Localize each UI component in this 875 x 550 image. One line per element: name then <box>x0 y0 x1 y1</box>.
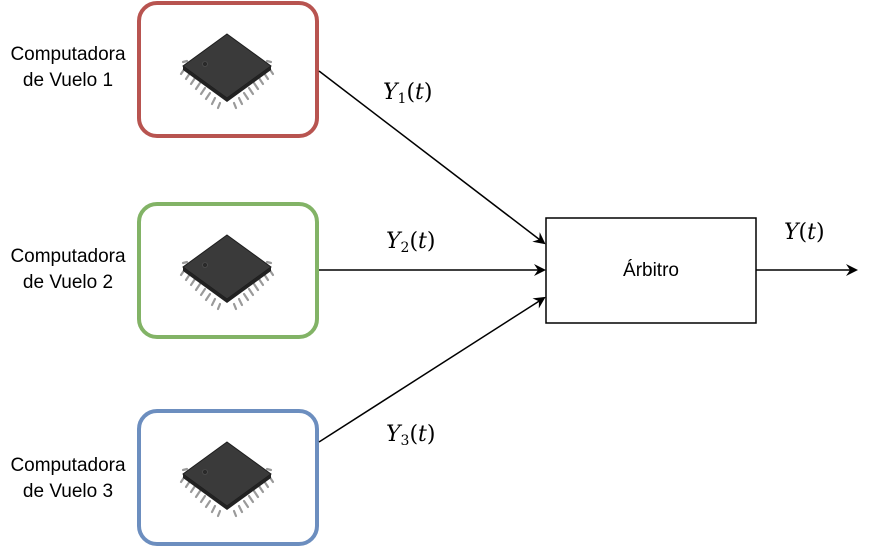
arbiter-box <box>545 217 757 324</box>
flight-computer-3-box <box>137 409 319 546</box>
signal-3-arrow <box>318 296 546 443</box>
flight-computer-1-label: Computadora de Vuelo 1 <box>0 42 136 94</box>
microchip-icon <box>179 233 275 311</box>
signal-1-arrow <box>318 70 546 245</box>
signal-1-label: Y1(t) <box>383 80 433 107</box>
microchip-icon <box>179 440 275 518</box>
label-line: Computadora <box>10 455 126 476</box>
label-line: Computadora <box>10 44 126 65</box>
microchip-icon <box>179 32 275 110</box>
label-line: de Vuelo 3 <box>22 481 114 502</box>
flight-computer-3-label: Computadora de Vuelo 3 <box>0 453 136 505</box>
flight-computer-2-label: Computadora de Vuelo 2 <box>0 244 136 296</box>
signal-3-label: Y3(t) <box>386 422 436 449</box>
output-label: Y(t) <box>784 220 825 245</box>
label-line: de Vuelo 2 <box>22 272 114 293</box>
flight-computer-2-box <box>137 202 319 339</box>
signal-2-label: Y2(t) <box>386 229 436 256</box>
label-line: Computadora <box>10 246 126 267</box>
arbiter-label: Árbitro <box>623 259 679 281</box>
flight-computer-1-box <box>137 1 319 138</box>
label-line: de Vuelo 1 <box>22 70 114 91</box>
